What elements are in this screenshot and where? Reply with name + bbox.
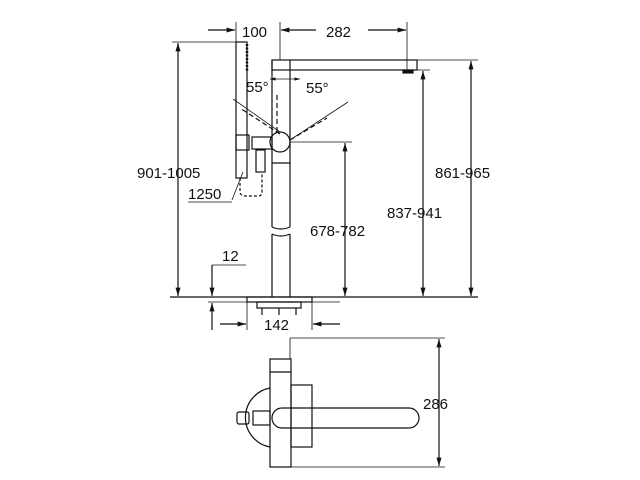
spout <box>271 59 418 74</box>
handle-lever-left-dashed <box>239 107 281 135</box>
dim-label-hose-length: 1250 <box>188 186 221 203</box>
angle-ref-left <box>232 98 281 133</box>
plan-view <box>236 337 445 468</box>
dim-label-outlet-height: 837-941 <box>387 205 442 222</box>
mixer-handle-circle <box>269 131 291 153</box>
angle-label-left: 55° <box>246 79 269 96</box>
angle-label-right: 55° <box>306 80 329 97</box>
hand-shower <box>235 41 273 197</box>
dim-label-286: 286 <box>423 396 448 413</box>
dim-label-282: 282 <box>326 24 351 41</box>
angle-ref-right <box>289 101 349 141</box>
dim-label-spout-top: 861-965 <box>435 165 490 182</box>
handle-lever-right-dashed <box>289 117 328 141</box>
dim-label-total-height: 901-1005 <box>137 165 200 182</box>
dim-label-100: 100 <box>242 24 267 41</box>
base-plate <box>246 296 313 315</box>
dim-label-12: 12 <box>222 248 239 265</box>
dim-label-handle-height: 678-782 <box>310 223 365 240</box>
dim-label-142: 142 <box>264 317 289 334</box>
faucet-column <box>271 60 291 297</box>
